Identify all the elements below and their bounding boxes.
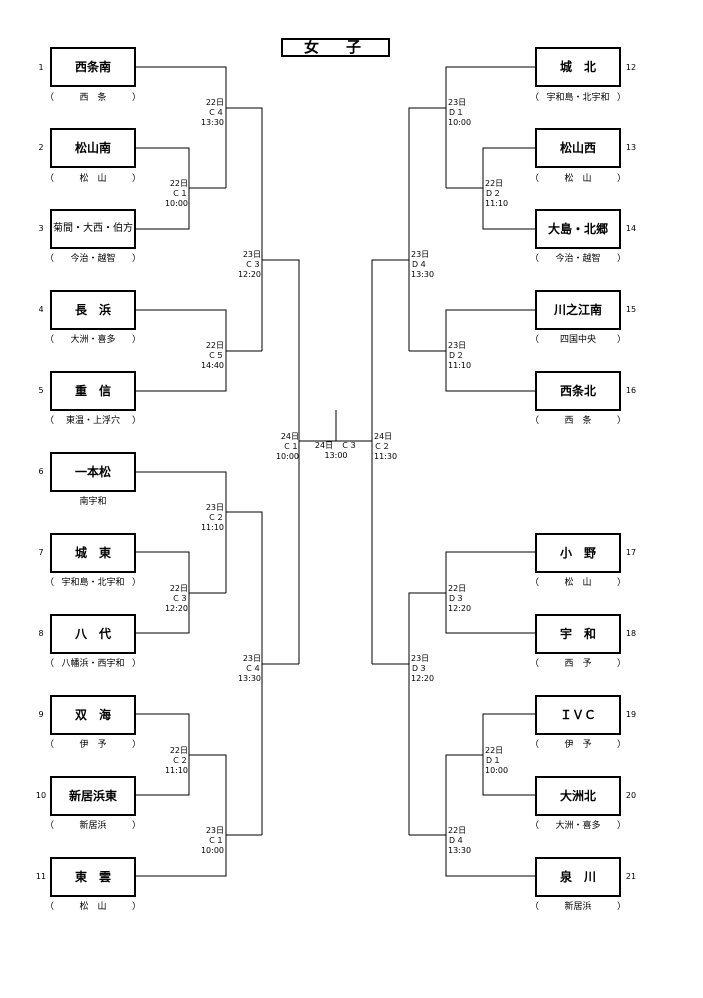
team-region: （新居浜） — [530, 902, 626, 912]
team-number: 13 — [625, 143, 637, 152]
team-box: 城 北 — [535, 47, 621, 87]
team-box: 長 浜 — [50, 290, 136, 330]
team-box: 西条南 — [50, 47, 136, 87]
team-box: 重 信 — [50, 371, 136, 411]
team-box: 一本松 — [50, 452, 136, 492]
team-region: （松 山） — [530, 174, 626, 184]
team-region: （松 山） — [530, 578, 626, 588]
team-number: 7 — [38, 548, 44, 557]
bracket-line — [226, 511, 263, 835]
team-region: （今治・越智） — [530, 254, 626, 264]
team-region: （四国中央） — [530, 335, 626, 345]
team-number: 18 — [625, 629, 637, 638]
bracket-line — [408, 592, 446, 835]
team-box: 八 代 — [50, 614, 136, 654]
team-number: 10 — [35, 791, 47, 800]
team-region: （八幡浜・西宇和） — [45, 659, 141, 669]
team-number: 3 — [38, 224, 44, 233]
team-number: 11 — [35, 872, 47, 881]
bracket-line — [136, 66, 227, 188]
team-number: 17 — [625, 548, 637, 557]
team-box: 川之江南 — [535, 290, 621, 330]
team-region: （松 山） — [45, 174, 141, 184]
team-number: 16 — [625, 386, 637, 395]
team-number: 14 — [625, 224, 637, 233]
team-number: 8 — [38, 629, 44, 638]
bracket-line — [136, 471, 227, 593]
team-box: 大島・北郷 — [535, 209, 621, 249]
bracket-line — [136, 754, 227, 877]
team-region: （大洲・喜多） — [530, 821, 626, 831]
team-region: （伊 予） — [45, 740, 141, 750]
team-number: 1 — [38, 63, 44, 72]
team-number: 20 — [625, 791, 637, 800]
bracket-title: 女 子 — [281, 38, 390, 57]
team-box: 双 海 — [50, 695, 136, 735]
team-region: 南宇和 — [79, 497, 107, 507]
team-number: 6 — [38, 467, 44, 476]
team-region: （大洲・喜多） — [45, 335, 141, 345]
team-region: （西 予） — [530, 659, 626, 669]
team-number: 2 — [38, 143, 44, 152]
team-region: （西 条） — [45, 93, 141, 103]
team-box: 東 雲 — [50, 857, 136, 897]
team-number: 4 — [38, 305, 44, 314]
team-number: 19 — [625, 710, 637, 719]
team-box: 宇 和 — [535, 614, 621, 654]
team-box: 城 東 — [50, 533, 136, 573]
bracket-line — [262, 259, 300, 664]
team-number: 12 — [625, 63, 637, 72]
bracket-line — [408, 107, 446, 351]
team-box: 小 野 — [535, 533, 621, 573]
team-box: ＩＶＣ — [535, 695, 621, 735]
team-number: 9 — [38, 710, 44, 719]
team-box: 大洲北 — [535, 776, 621, 816]
team-number: 21 — [625, 872, 637, 881]
team-box: 泉 川 — [535, 857, 621, 897]
bracket-line — [445, 754, 535, 877]
team-region: （今治・越智） — [45, 254, 141, 264]
team-region: （新居浜） — [45, 821, 141, 831]
bracket-line — [226, 107, 263, 351]
team-box: 新居浜東 — [50, 776, 136, 816]
bracket-line — [371, 259, 409, 664]
team-region: （西 条） — [530, 416, 626, 426]
team-number: 5 — [38, 386, 44, 395]
team-box: 西条北 — [535, 371, 621, 411]
team-region: （伊 予） — [530, 740, 626, 750]
team-region: （松 山） — [45, 902, 141, 912]
team-number: 15 — [625, 305, 637, 314]
team-region: （宇和島・北宇和） — [530, 93, 626, 103]
bracket-line — [445, 66, 535, 188]
team-region: （東温・上浮穴） — [45, 416, 141, 426]
team-box: 菊間・大西・伯方 — [50, 209, 136, 249]
team-region: （宇和島・北宇和） — [45, 578, 141, 588]
team-box: 松山南 — [50, 128, 136, 168]
team-box: 松山西 — [535, 128, 621, 168]
